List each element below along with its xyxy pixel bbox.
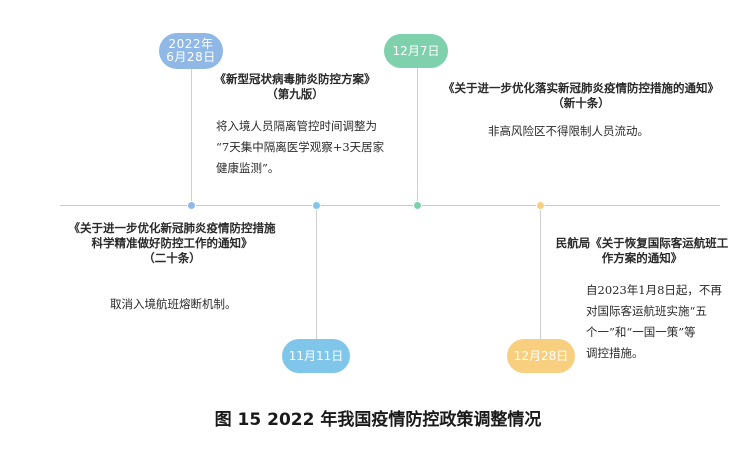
stem-dec-7 <box>417 55 418 205</box>
policy-body-dec-7: 非高风险区不得限制人员流动。 <box>488 121 728 142</box>
policy-title-line: 民航局《关于恢复国际客运航班工 <box>555 236 729 250</box>
policy-title-line: （新十条） <box>552 96 610 110</box>
date-badge-dec-7: 12月7日 <box>384 34 448 68</box>
date-badge-june-28: 2022年6月28日 <box>159 33 223 69</box>
policy-body-line: 调控措施。 <box>586 346 644 360</box>
policy-body-line: 将入境人员隔离管控时间调整为 <box>216 119 377 133</box>
policy-title-line: 《关于进一步优化落实新冠肺炎疫情防控措施的通知》 <box>443 81 719 95</box>
date-label-dec-7: 12月7日 <box>392 43 440 58</box>
policy-title-line: 科学精准做好防控工作的通知》 <box>91 236 253 250</box>
policy-body-june-28: 将入境人员隔离管控时间调整为 “7天集中隔离医学观察+3天居家 健康监测”。 <box>216 116 416 179</box>
date-badge-dec-28: 12月28日 <box>507 339 575 373</box>
policy-body-dec-28: 自2023年1月8日起，不再 对国际客运航班实施“五 个一”和“一国一策”等 调… <box>586 280 736 364</box>
policy-body-line: 自2023年1月8日起，不再 <box>586 283 722 297</box>
policy-body-line: 健康监测”。 <box>216 161 280 175</box>
stem-dec-28 <box>540 205 541 355</box>
policy-body-line: 取消入境航班熔断机制。 <box>110 297 237 311</box>
policy-title-june-28: 《新型冠状病毒肺炎防控方案》 （第九版） <box>200 72 390 102</box>
policy-body-line: 非高风险区不得限制人员流动。 <box>488 124 649 138</box>
timeline-dot-nov-11 <box>312 201 321 210</box>
timeline-dot-june-28 <box>187 201 196 210</box>
policy-title-line: 《关于进一步优化新冠肺炎疫情防控措施 <box>68 221 276 235</box>
policy-title-line: （二十条） <box>143 251 201 265</box>
timeline-dot-dec-7 <box>413 201 422 210</box>
policy-body-line: “7天集中隔离医学观察+3天居家 <box>216 140 385 154</box>
policy-title-line: 作方案的通知》 <box>601 251 683 265</box>
timeline-axis <box>60 205 720 206</box>
policy-title-dec-7: 《关于进一步优化落实新冠肺炎疫情防控措施的通知》 （新十条） <box>422 81 740 111</box>
policy-title-nov-11: 《关于进一步优化新冠肺炎疫情防控措施 科学精准做好防控工作的通知》 （二十条） <box>44 221 300 266</box>
stem-nov-11 <box>316 205 317 355</box>
policy-title-line: （第九版） <box>266 87 324 101</box>
date-badge-nov-11: 11月11日 <box>282 339 350 373</box>
policy-body-line: 个一”和“一国一策”等 <box>586 325 696 339</box>
date-label-june-28: 2022年6月28日 <box>166 37 216 64</box>
policy-title-line: 《新型冠状病毒肺炎防控方案》 <box>214 72 376 86</box>
policy-title-dec-28: 民航局《关于恢复国际客运航班工 作方案的通知》 <box>542 236 742 266</box>
policy-body-line: 对国际客运航班实施“五 <box>586 304 707 318</box>
figure-caption: 图 15 2022 年我国疫情防控政策调整情况 <box>214 410 542 430</box>
stem-june-28 <box>191 55 192 205</box>
policy-body-nov-11: 取消入境航班熔断机制。 <box>110 294 290 315</box>
date-label-dec-28: 12月28日 <box>513 348 569 363</box>
date-label-nov-11: 11月11日 <box>288 348 344 363</box>
timeline-dot-dec-28 <box>536 201 545 210</box>
